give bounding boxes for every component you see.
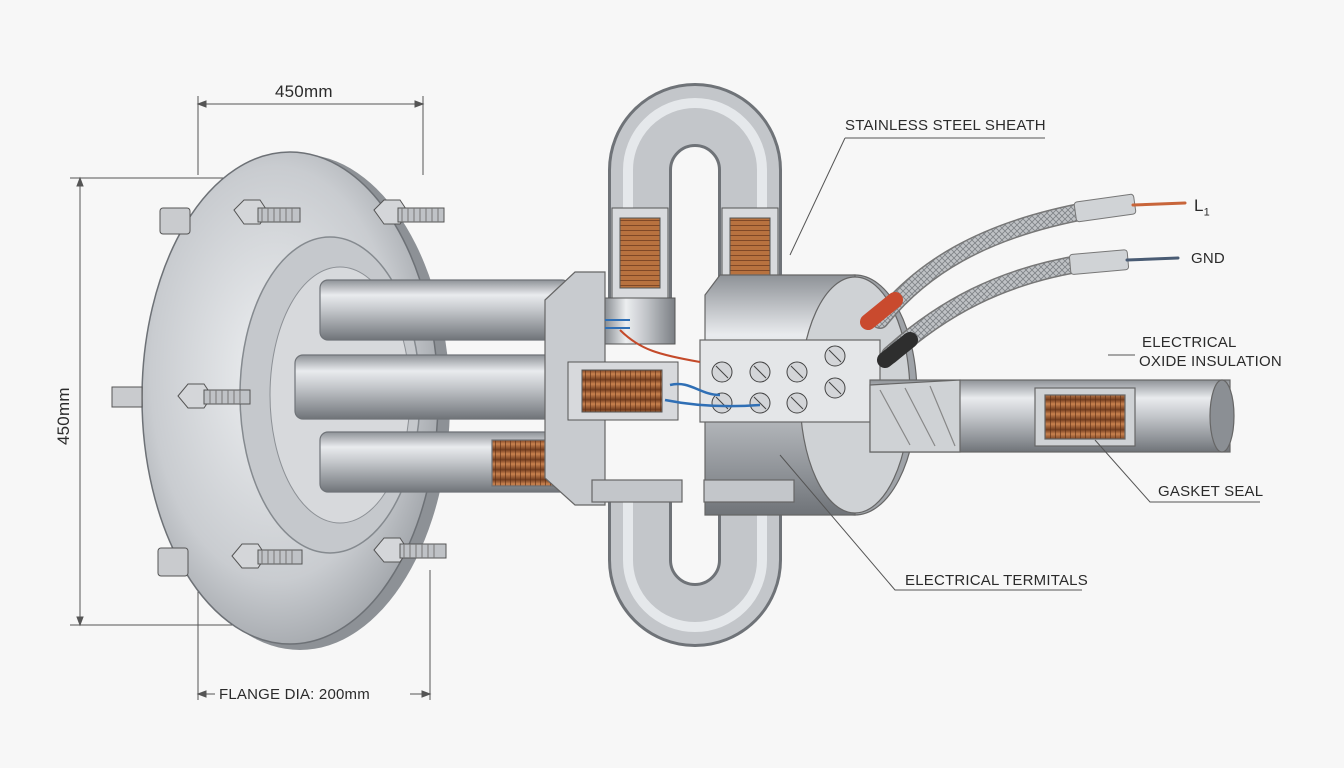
u-bend-bottom [608, 480, 782, 647]
dimension-lines [70, 96, 432, 700]
u-bend-top [608, 83, 782, 300]
label-terminals: ELECTRICAL TERMITALS [905, 572, 1088, 589]
dim-top-width: 450mm [275, 82, 333, 101]
cables [860, 193, 1187, 368]
heater-tubes [294, 279, 576, 493]
label-insulation-line2: OXIDE INSULATION [1139, 353, 1282, 370]
label-l1: L1 [1194, 196, 1210, 218]
leader-lines [779, 137, 1260, 591]
label-gnd: GND [1191, 250, 1225, 267]
middle-coil [567, 319, 761, 421]
dim-flange-dia: FLANGE DIA: 200mm [219, 686, 370, 703]
label-insulation-line1: ELECTRICAL [1142, 334, 1237, 351]
terminal-housing [544, 271, 918, 516]
label-l1-sub: 1 [1203, 206, 1210, 219]
label-sheath: STAINLESS STEEL SHEATH [845, 117, 1046, 134]
dim-height: 450mm [54, 387, 73, 445]
flange-bolts [111, 199, 447, 577]
output-pipe [869, 379, 1235, 453]
label-gasket: GASKET SEAL [1158, 483, 1264, 500]
label-l1-main: L [1194, 196, 1204, 215]
terminal-screws [711, 345, 846, 414]
